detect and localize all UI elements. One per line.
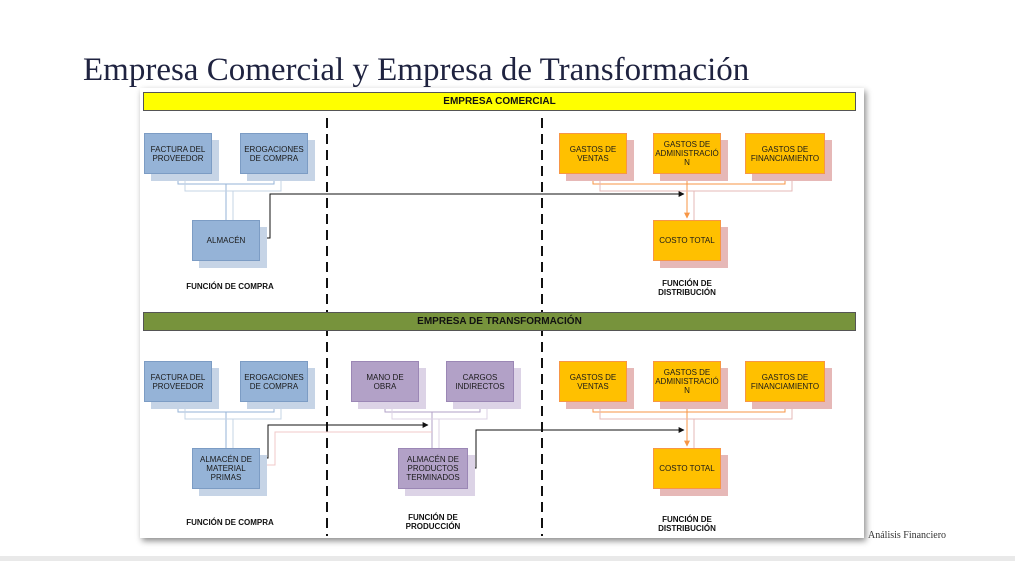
materials-shadow-arrow [267, 431, 432, 466]
bottom-bar [0, 556, 1015, 561]
commercial-funcion-compra-label: FUNCIÓN DE COMPRA [186, 282, 274, 291]
transformation-funcion-compra-label: FUNCIÓN DE COMPRA [186, 518, 274, 527]
transformation-funcion-produccion-label: FUNCIÓN DE PRODUCCIÓN [405, 513, 461, 531]
transformation-gastos-admin-box: GASTOS DE ADMINISTRACIÓ N [653, 361, 721, 402]
transformation-purchase-connectors [177, 402, 275, 448]
commercial-costo-total-box: COSTO TOTAL [653, 220, 721, 261]
commercial-factura-box: FACTURA DEL PROVEEDOR [144, 133, 212, 174]
commercial-gastos-admin-box: GASTOS DE ADMINISTRACIÓ N [653, 133, 721, 174]
transformation-mano-obra-box: MANO DE OBRA [351, 361, 419, 402]
commercial-banner: EMPRESA COMERCIAL [143, 92, 856, 111]
commercial-gastos-ventas-box: GASTOS DE VENTAS [559, 133, 627, 174]
transformation-erogaciones-box: EROGACIONES DE COMPRA [240, 361, 308, 402]
transformation-almacen-productos-box: ALMACÉN DE PRODUCTOS TERMINADOS [398, 448, 468, 489]
products-to-costo-arrow [468, 427, 685, 469]
slide-title: Empresa Comercial y Empresa de Transform… [83, 52, 750, 88]
transformation-costo-total-box: COSTO TOTAL [653, 448, 721, 489]
transformation-gastos-financ-box: GASTOS DE FINANCIAMIENTO [745, 361, 825, 402]
transformation-funcion-distribucion-label: FUNCIÓN DE DISTRIBUCIÓN [658, 515, 716, 533]
transformation-gastos-ventas-box: GASTOS DE VENTAS [559, 361, 627, 402]
diagram-panel: EMPRESA COMERCIAL FACTURA DEL PROVEEDOR … [140, 88, 864, 538]
transformation-cargos-box: CARGOS INDIRECTOS [446, 361, 514, 402]
commercial-almacen-box: ALMACÉN [192, 220, 260, 261]
commercial-flow-arrow [260, 191, 685, 239]
transformation-banner: EMPRESA DE TRANSFORMACIÓN [143, 312, 856, 331]
slide-footer: Análisis Financiero [868, 530, 947, 541]
materials-to-products-arrow [260, 422, 429, 459]
transformation-production-connectors [384, 402, 481, 448]
commercial-gastos-financ-box: GASTOS DE FINANCIAMIENTO [745, 133, 825, 174]
commercial-funcion-distribucion-label: FUNCIÓN DE DISTRIBUCIÓN [658, 279, 716, 297]
transformation-factura-box: FACTURA DEL PROVEEDOR [144, 361, 212, 402]
commercial-purchase-connectors [177, 174, 275, 220]
transformation-almacen-material-box: ALMACÉN DE MATERIAL PRIMAS [192, 448, 260, 489]
commercial-erogaciones-box: EROGACIONES DE COMPRA [240, 133, 308, 174]
